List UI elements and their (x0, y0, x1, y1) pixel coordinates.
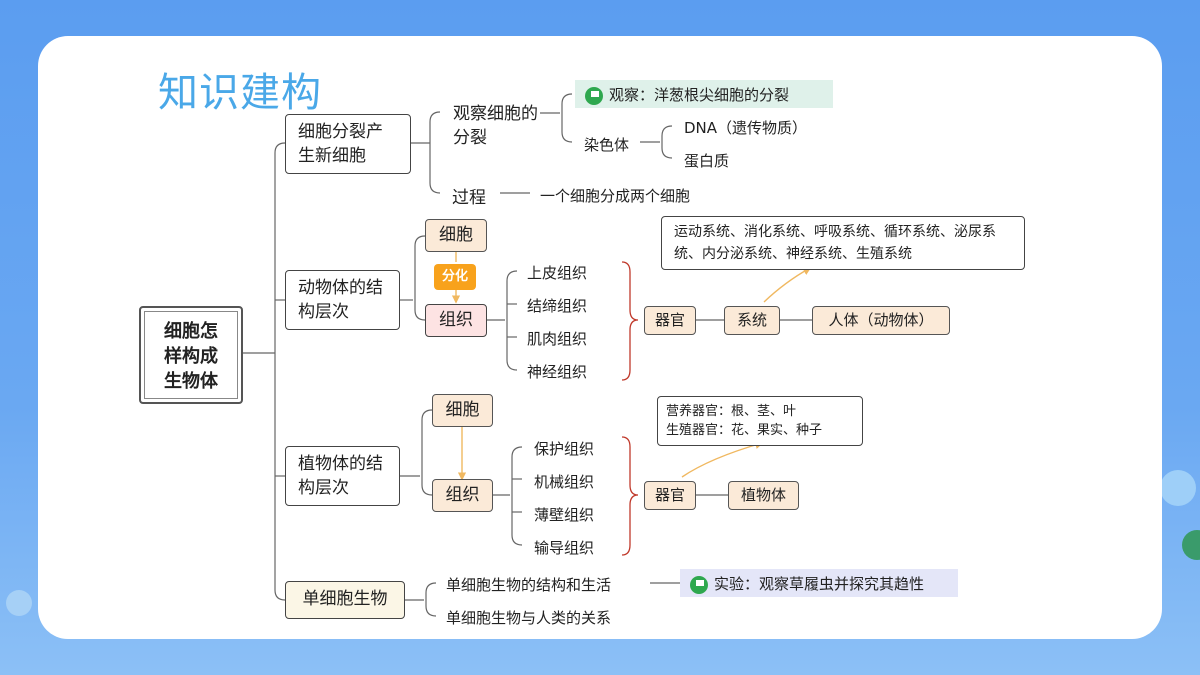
animal-tissue-label: 组织 (439, 310, 473, 330)
animal-cell-label: 细胞 (439, 225, 473, 245)
plant-tissue-item: 薄壁组织 (534, 506, 595, 524)
observe-onion-tag: 观察：洋葱根尖细胞的分裂 (575, 80, 833, 108)
animal-system-node: 系统 (724, 306, 780, 335)
animal-organ-node: 器官 (644, 306, 696, 335)
branch-cell-division: 细胞分裂产生新细胞 (285, 114, 411, 174)
animal-body-node: 人体（动物体） (812, 306, 950, 335)
plant-body-node: 植物体 (728, 481, 799, 510)
plant-tissue-node: 组织 (432, 479, 493, 512)
animal-system-label: 系统 (736, 311, 767, 329)
plant-organs-note-line: 营养器官：根、茎、叶 (666, 404, 797, 419)
background-bubble (1182, 530, 1200, 560)
process-desc: 一个细胞分成两个细胞 (540, 187, 691, 205)
branch-plant: 植物体的结构层次 (285, 446, 400, 506)
plant-tissue-item: 输导组织 (534, 539, 595, 557)
plant-tissue-item: 机械组织 (534, 473, 595, 491)
branch-animal-label: 动物体的结构层次 (298, 278, 383, 322)
plant-body-label: 植物体 (740, 486, 786, 504)
background-bubble (1160, 470, 1196, 506)
process-label: 过程 (452, 188, 486, 208)
animal-tissue-item: 上皮组织 (527, 264, 588, 282)
experiment-tag: 实验：观察草履虫并探究其趋性 (680, 569, 958, 597)
flag-icon (690, 576, 708, 594)
plant-cell-node: 细胞 (432, 394, 493, 427)
differentiation-badge: 分化 (434, 264, 476, 290)
plant-cell-label: 细胞 (445, 400, 480, 420)
plant-tissue-label: 组织 (445, 485, 480, 505)
animal-cell-node: 细胞 (425, 219, 487, 252)
plant-tissue-item: 保护组织 (534, 440, 595, 458)
background-bubble (6, 590, 32, 616)
systems-note: 运动系统、消化系统、呼吸系统、循环系统、泌尿系统、内分泌系统、神经系统、生殖系统 (661, 216, 1025, 270)
root-node-label: 细胞怎样构成生物体 (164, 321, 218, 392)
systems-note-text: 运动系统、消化系统、呼吸系统、循环系统、泌尿系统、内分泌系统、神经系统、生殖系统 (674, 224, 996, 262)
flag-icon (585, 87, 603, 105)
root-node: 细胞怎样构成生物体 (139, 306, 243, 404)
unicellular-structure: 单细胞生物的结构和生活 (446, 576, 612, 594)
animal-tissue-item: 肌肉组织 (527, 330, 588, 348)
observe-division-label: 观察细胞的分裂 (453, 104, 538, 148)
branch-unicellular: 单细胞生物 (285, 581, 405, 619)
animal-tissue-item: 结缔组织 (527, 297, 588, 315)
branch-animal: 动物体的结构层次 (285, 270, 400, 330)
dna-label: DNA（遗传物质） (684, 119, 808, 137)
unicellular-relation: 单细胞生物与人类的关系 (446, 609, 612, 627)
animal-body-label: 人体（动物体） (828, 311, 934, 329)
page-title: 知识建构 (158, 70, 322, 116)
chromosome-label: 染色体 (584, 136, 630, 154)
branch-cell-division-label: 细胞分裂产生新细胞 (298, 122, 383, 166)
protein-label: 蛋白质 (684, 152, 730, 170)
animal-organ-label: 器官 (654, 311, 685, 329)
plant-organs-note-line: 生殖器官：花、果实、种子 (666, 423, 823, 438)
plant-organs-note: 营养器官：根、茎、叶 生殖器官：花、果实、种子 (657, 396, 863, 446)
experiment-text: 实验：观察草履虫并探究其趋性 (714, 575, 925, 593)
observe-onion-text: 观察：洋葱根尖细胞的分裂 (609, 86, 790, 104)
animal-tissue-item: 神经组织 (527, 363, 588, 381)
branch-unicellular-label: 单细胞生物 (302, 589, 388, 609)
branch-plant-label: 植物体的结构层次 (298, 454, 383, 498)
plant-organ-label: 器官 (654, 486, 685, 504)
animal-tissue-node: 组织 (425, 304, 487, 337)
plant-organ-node: 器官 (644, 481, 696, 510)
